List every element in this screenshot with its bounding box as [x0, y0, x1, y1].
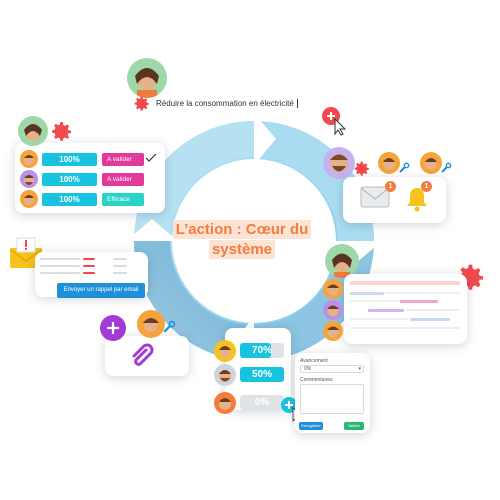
- progress-select[interactable]: 0% ▾: [300, 365, 364, 373]
- avatar: [137, 310, 165, 338]
- comment-textarea[interactable]: [300, 384, 364, 414]
- progress-label: 70%: [251, 345, 272, 356]
- task-input-value: Réduire la consommation en électricité: [156, 99, 294, 108]
- task-input[interactable]: Réduire la consommation en électricité: [156, 97, 321, 111]
- send-reminder-button[interactable]: Envoyer un rappel par email: [57, 283, 145, 298]
- progress-bar-fill: [240, 343, 271, 358]
- avatar: [20, 190, 38, 208]
- gantt-bar: [350, 300, 400, 302]
- gantt-bar: [385, 292, 460, 294]
- wrench-icon[interactable]: [440, 162, 452, 174]
- percent-bar: 100%: [42, 153, 97, 166]
- check-icon: [145, 153, 157, 162]
- list-item: [83, 272, 95, 274]
- list-item: [40, 272, 80, 274]
- progress-bar-1: 70%: [240, 343, 284, 358]
- add-button[interactable]: [318, 104, 350, 136]
- center-title-line1: L’action : Cœur du: [172, 220, 312, 239]
- avatar: [20, 170, 38, 188]
- avatar: [214, 392, 236, 414]
- gantt-bar: [406, 309, 460, 311]
- gantt-header: [350, 281, 460, 285]
- avatar: [323, 279, 343, 299]
- field-label: Avancement: [300, 358, 328, 364]
- avatar: [214, 340, 236, 362]
- avatar: [323, 321, 343, 341]
- list-item: [83, 258, 95, 260]
- avatar: [214, 364, 236, 386]
- form-card: [295, 353, 370, 433]
- center-title: L’action : Cœur du système: [160, 220, 324, 260]
- paperclip-icon[interactable]: [128, 340, 158, 370]
- add-button[interactable]: [99, 314, 127, 342]
- list-item: [40, 265, 80, 267]
- list-item: [113, 265, 127, 267]
- list-item: [113, 272, 127, 274]
- notification-badge: 1: [385, 181, 396, 192]
- gear-icon[interactable]: [133, 95, 151, 113]
- mail-icon[interactable]: [360, 186, 390, 208]
- bell-icon[interactable]: [405, 186, 429, 212]
- chevron-down-icon: ▾: [358, 366, 361, 372]
- avatar: [378, 152, 400, 174]
- gantt-bar: [350, 292, 384, 295]
- center-title-line2: système: [208, 240, 276, 259]
- validate-button[interactable]: Valider: [344, 422, 364, 430]
- avatar: [127, 58, 167, 98]
- gantt-bar: [368, 309, 404, 312]
- gear-icon[interactable]: [353, 160, 371, 178]
- notification-badge: 1: [421, 181, 432, 192]
- select-value: 0%: [304, 366, 312, 372]
- progress-bar-3: 0%: [240, 395, 284, 410]
- gantt-bar: [350, 318, 408, 320]
- list-item: [113, 258, 127, 260]
- field-label: Commentaires: [300, 377, 333, 383]
- avatar: [420, 152, 442, 174]
- gantt-bar: [400, 300, 438, 303]
- wrench-icon[interactable]: [162, 320, 176, 334]
- progress-bar-fill: [240, 367, 284, 382]
- gantt-bar: [350, 327, 460, 329]
- percent-bar: 100%: [42, 173, 97, 186]
- avatar: [323, 147, 355, 179]
- avatar: [323, 300, 343, 320]
- gantt-bar: [410, 318, 450, 321]
- envelope-alert-icon: [9, 237, 43, 268]
- status-badge[interactable]: A valider: [102, 153, 144, 166]
- list-item: [83, 265, 95, 267]
- progress-label: 50%: [251, 369, 272, 380]
- avatar: [325, 244, 359, 278]
- wrench-icon[interactable]: [398, 162, 410, 174]
- progress-label: 0%: [254, 397, 270, 408]
- percent-bar: 100%: [42, 193, 97, 206]
- progress-bar-2: 50%: [240, 367, 284, 382]
- status-badge[interactable]: Efficace: [102, 193, 144, 206]
- save-button[interactable]: Enregistrer: [299, 422, 323, 430]
- gear-icon[interactable]: [50, 120, 74, 144]
- list-item: [40, 258, 80, 260]
- avatar: [20, 150, 38, 168]
- avatar: [18, 116, 48, 146]
- status-badge[interactable]: A valider: [102, 173, 144, 186]
